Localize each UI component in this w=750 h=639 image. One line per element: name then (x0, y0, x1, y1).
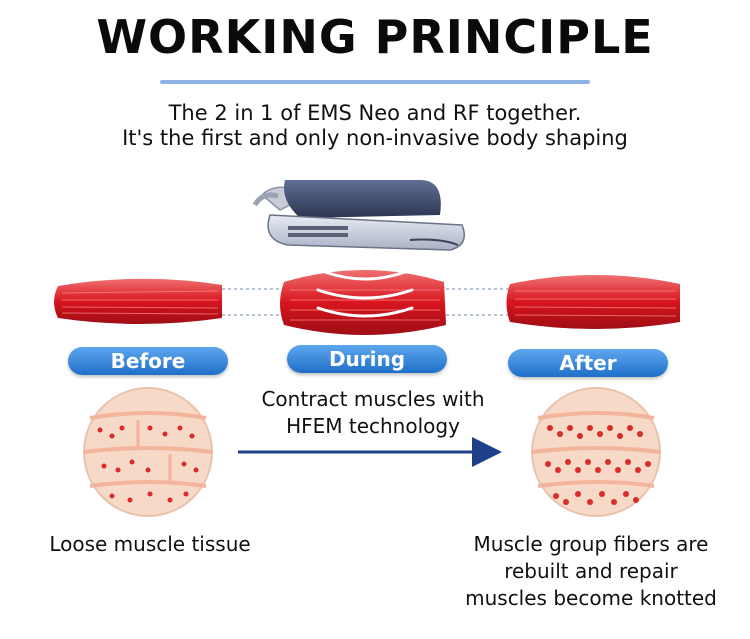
caption-after-line-1: Muscle group fibers are (473, 532, 709, 556)
subtitle-line-2: It's the first and only non-invasive bod… (122, 126, 628, 150)
hfem-wave-icon (316, 254, 414, 318)
muscle-after-graphic (506, 275, 680, 329)
muscle-before-graphic (54, 278, 222, 324)
title-underline (160, 80, 590, 84)
caption-after: Muscle group fibers are rebuilt and repa… (432, 531, 750, 612)
handpiece-device-icon (252, 180, 465, 251)
caption-after-line-2: rebuilt and repair (504, 559, 678, 583)
process-description: Contract muscles with HFEM technology (228, 386, 518, 440)
tissue-after-graphic (531, 387, 661, 517)
subtitle-line-1: The 2 in 1 of EMS Neo and RF together. (168, 101, 582, 125)
process-line-2: HFEM technology (286, 414, 460, 438)
caption-before: Loose muscle tissue (49, 532, 251, 556)
muscle-connectors (222, 288, 510, 316)
caption-after-line-3: muscles become knotted (465, 586, 717, 610)
tissue-before-graphic (83, 387, 213, 517)
process-line-1: Contract muscles with (261, 387, 485, 411)
stage-during-pill: During (287, 345, 447, 373)
stage-after-pill: After (508, 349, 668, 377)
stage-before-pill: Before (68, 347, 228, 375)
muscle-during-graphic (280, 270, 446, 335)
page-title: WORKING PRINCIPLE (96, 10, 654, 64)
